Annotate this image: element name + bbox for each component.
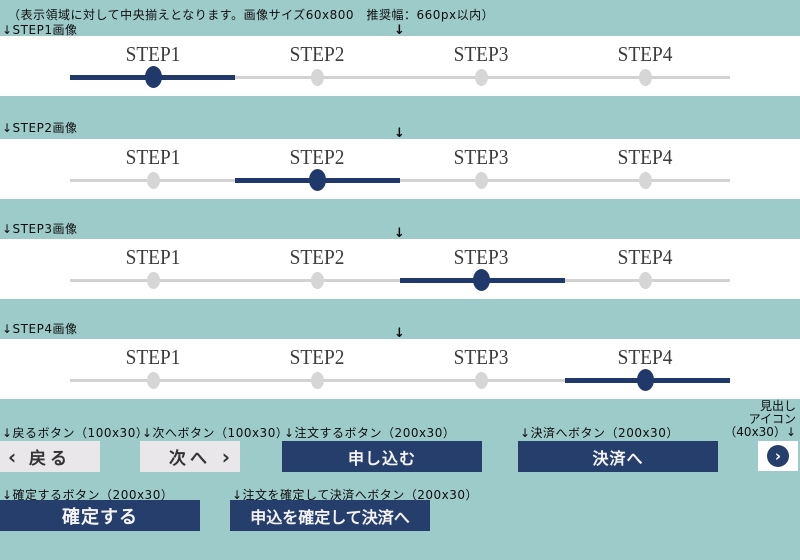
confirm-button-label: 確定する — [62, 506, 138, 528]
step-indicator-step1: STEP1 STEP2 STEP3 STEP4 — [0, 36, 800, 96]
step3-dot — [475, 372, 488, 389]
step3-label: STEP3 — [453, 42, 509, 66]
back-button[interactable]: ‹ 戻る — [0, 441, 100, 472]
step-indicator-step2: STEP1 STEP2 STEP3 STEP4 — [0, 139, 800, 199]
step4-label: STEP4 — [617, 345, 673, 369]
step1-dot — [147, 372, 160, 389]
step-indicator-step3: STEP1 STEP2 STEP3 STEP4 — [0, 239, 800, 299]
step1-dot — [145, 66, 162, 88]
center-marker-arrow-icon: ↓ — [394, 23, 405, 38]
step2-dot — [311, 272, 324, 289]
caption-next-button: ↓次へボタン（100x30） — [142, 426, 289, 440]
step1-label: STEP1 — [125, 345, 181, 369]
confirm-payment-button-label: 申込を確定して決済へ — [250, 507, 410, 527]
payment-button[interactable]: 決済へ — [518, 441, 718, 472]
step3-label: STEP3 — [453, 245, 509, 269]
step2-dot — [311, 69, 324, 86]
caption-step1-image: ↓STEP1画像 — [2, 23, 78, 37]
chevron-right-icon: › — [221, 444, 230, 469]
caption-step2-image: ↓STEP2画像 — [2, 121, 78, 135]
confirm-button[interactable]: 確定する — [0, 500, 200, 531]
step1-label: STEP1 — [125, 145, 181, 169]
next-button-label: 次へ — [169, 449, 211, 469]
step2-dot — [311, 372, 324, 389]
step2-label: STEP2 — [289, 145, 345, 169]
step4-dot — [637, 369, 654, 391]
caption-step3-image: ↓STEP3画像 — [2, 222, 78, 236]
center-marker-arrow-icon: ↓ — [394, 126, 405, 141]
step4-label: STEP4 — [617, 42, 673, 66]
caption-step4-image: ↓STEP4画像 — [2, 322, 78, 336]
step4-dot — [639, 272, 652, 289]
step3-label: STEP3 — [453, 345, 509, 369]
step3-dot — [475, 69, 488, 86]
caption-confirm-button: ↓確定するボタン（200x30） — [2, 488, 174, 502]
progress-track — [70, 379, 730, 382]
header-note: （表示領域に対して中央揃えとなります。画像サイズ60x800 推奨幅：660px… — [8, 8, 495, 22]
center-marker-arrow-icon: ↓ — [394, 326, 405, 341]
confirm-payment-button[interactable]: 申込を確定して決済へ — [230, 500, 430, 531]
center-marker-arrow-icon: ↓ — [394, 226, 405, 241]
step2-label: STEP2 — [289, 345, 345, 369]
next-button[interactable]: 次へ › — [140, 441, 240, 472]
step3-dot — [473, 269, 490, 291]
step4-label: STEP4 — [617, 145, 673, 169]
order-button-label: 申し込む — [347, 448, 416, 468]
step2-label: STEP2 — [289, 245, 345, 269]
caption-heading-icon: 見出し アイコン （40x30）↓ — [724, 399, 796, 439]
caption-order-button: ↓注文するボタン（200x30） — [284, 426, 456, 440]
step3-label: STEP3 — [453, 145, 509, 169]
progress-track — [70, 179, 730, 182]
step2-label: STEP2 — [289, 42, 345, 66]
caption-payment-button: ↓決済へボタン（200x30） — [520, 426, 679, 440]
payment-button-label: 決済へ — [592, 448, 644, 468]
heading-icon-box[interactable]: › — [758, 441, 798, 471]
back-button-label: 戻る — [29, 449, 71, 469]
step1-dot — [147, 172, 160, 189]
step-indicator-step4: STEP1 STEP2 STEP3 STEP4 — [0, 339, 800, 399]
step4-label: STEP4 — [617, 245, 673, 269]
heading-chevron-right-icon: › — [767, 445, 789, 467]
step4-dot — [639, 69, 652, 86]
caption-back-button: ↓戻るボタン（100x30） — [2, 426, 149, 440]
order-button[interactable]: 申し込む — [282, 441, 482, 472]
chevron-left-icon: ‹ — [8, 444, 17, 469]
step2-dot — [309, 169, 326, 191]
step3-dot — [475, 172, 488, 189]
step1-label: STEP1 — [125, 245, 181, 269]
progress-track — [70, 76, 730, 79]
step1-label: STEP1 — [125, 42, 181, 66]
caption-confirm-payment-button: ↓注文を確定して決済へボタン（200x30） — [232, 488, 478, 502]
step1-dot — [147, 272, 160, 289]
step4-dot — [639, 172, 652, 189]
